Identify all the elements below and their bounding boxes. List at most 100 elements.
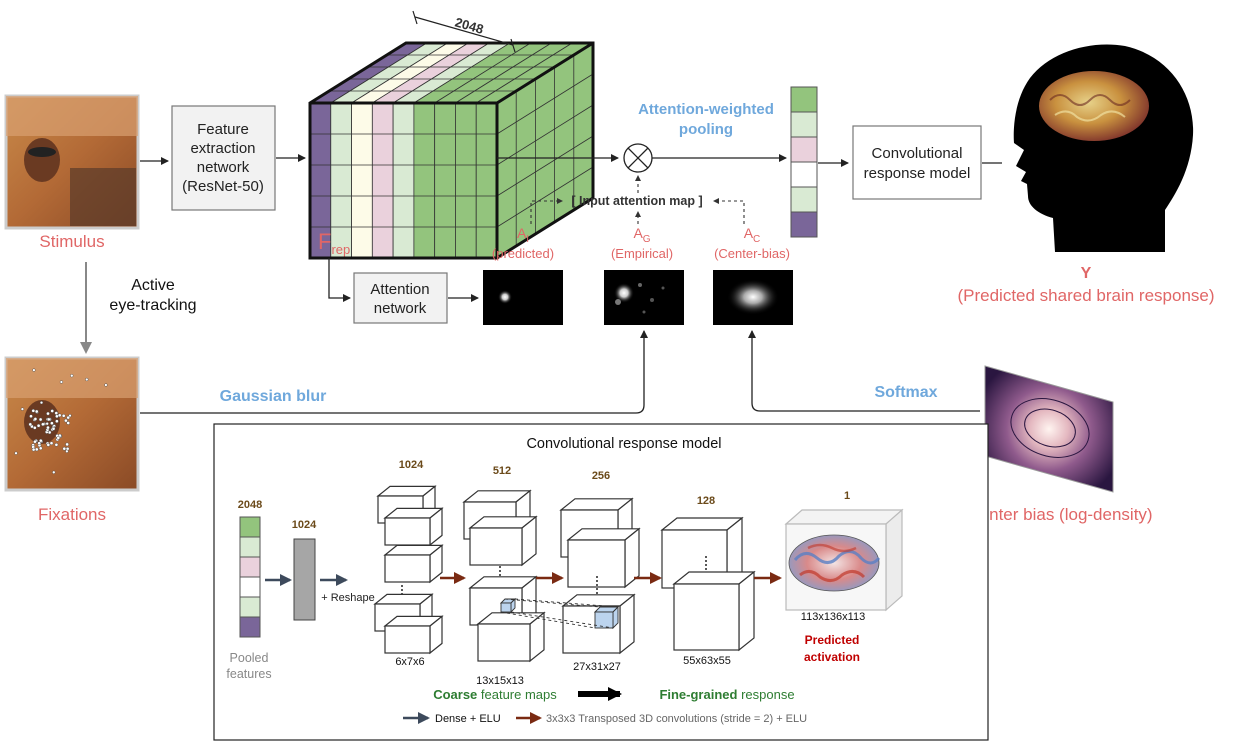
fixation-point (66, 421, 70, 425)
center-bias-image (984, 365, 1114, 493)
input-attention-map-label: [ Input attention map ] (571, 194, 702, 208)
fixation-point (62, 446, 67, 451)
fixation-point (55, 419, 59, 424)
cube-dimension-label: 2048 (453, 14, 485, 36)
fixation-point (61, 413, 66, 418)
fixation-point (49, 441, 54, 446)
attention-net-line-1: Attention (370, 281, 429, 298)
cube-front-column (475, 102, 498, 259)
fixation-point (38, 417, 43, 422)
fine-grained-response-label: Fine-grained response (659, 687, 794, 702)
dashed-arrow-ac (713, 198, 745, 224)
fixation-point (46, 411, 50, 416)
crm-cube-1e (383, 615, 444, 655)
feature-net-line-1: Feature (197, 121, 249, 138)
eye-tracking-line-1: Active (131, 277, 175, 294)
fixation-point (68, 414, 72, 418)
size-27x31x27: 27x31x27 (573, 661, 621, 673)
crm-cube-4b (672, 570, 756, 652)
projection-line (500, 611, 596, 629)
legend-dense-label: Dense + ELU (435, 713, 501, 725)
fixation-point (35, 447, 39, 452)
crm-input-vector (239, 516, 261, 638)
pooled-label-line-2: features (226, 667, 271, 681)
fixation-point (33, 425, 37, 430)
arrow-softmax (748, 330, 980, 412)
feature-net-line-2: extraction (190, 140, 255, 157)
output-volume (784, 508, 904, 612)
cube-front-column (434, 102, 456, 259)
fixation-point (70, 374, 74, 378)
a-c-desc: (Center-bias) (714, 246, 790, 261)
attention-map-predicted (483, 270, 563, 325)
a-g-desc: (Empirical) (611, 246, 673, 261)
fixation-point (46, 425, 50, 430)
crm-dim-2048: 2048 (238, 499, 262, 511)
awp-label-line-2: pooling (679, 121, 733, 138)
arrow-cube-to-attention (328, 258, 351, 302)
a-i-desc: (predicted) (492, 246, 554, 261)
predicted-activation-line-2: activation (804, 650, 860, 664)
cube-front-column (351, 102, 373, 259)
softmax-label: Softmax (874, 384, 937, 401)
fixation-point (51, 426, 56, 431)
fixation-point (41, 422, 45, 427)
brain-image (1039, 71, 1149, 141)
crm-dim-128: 128 (697, 495, 715, 507)
fixation-point (57, 413, 62, 418)
f-rep-label: Frep (318, 229, 350, 257)
eye-tracking-line-2: eye-tracking (109, 297, 196, 314)
fixation-point (37, 441, 42, 446)
fixation-point (38, 446, 43, 451)
arrow-gaussian-blur (140, 330, 648, 414)
center-bias-label: Center bias (log-density) (967, 505, 1152, 524)
y-desc: (Predicted shared brain response) (957, 286, 1214, 305)
fixation-point (50, 409, 55, 413)
fixation-point (33, 417, 38, 421)
fixation-point (45, 422, 49, 426)
crm-dim-1: 1 (844, 490, 850, 502)
crm-cube-2d (476, 611, 546, 663)
fixation-point (54, 442, 59, 447)
fixation-point (34, 409, 39, 414)
fixation-point (31, 447, 36, 452)
cube-front-column (455, 102, 477, 259)
y-label: Y (1081, 265, 1092, 282)
multiply-operator (623, 143, 653, 173)
fixation-point (47, 417, 51, 422)
cube-front-column (371, 102, 394, 259)
cube-front-column (413, 102, 436, 259)
fixation-point (52, 470, 56, 474)
attention-network: Attention network (353, 272, 448, 324)
fixation-point (33, 439, 37, 444)
size-6x7x6: 6x7x6 (395, 656, 424, 668)
crm-dim-256: 256 (592, 470, 610, 482)
fixation-point (39, 401, 44, 405)
pooled-feature-vector (790, 86, 818, 238)
crm-panel-title: Convolutional response model (526, 436, 721, 452)
crm-box-line-1: Convolutional (872, 145, 963, 162)
gaussian-blur-label: Gaussian blur (220, 388, 327, 405)
fixation-point (39, 438, 43, 443)
fixation-point (46, 443, 51, 447)
predicted-activation-line-1: Predicted (805, 633, 860, 647)
fixations-image (4, 356, 140, 492)
a-c-label: AC (744, 225, 761, 245)
head-silhouette (1013, 44, 1194, 253)
size-55x63x55: 55x63x55 (683, 655, 731, 667)
crm-box-line-2: response model (864, 165, 971, 182)
fixation-point (56, 436, 61, 440)
crm-cube-stacks (373, 485, 904, 663)
pooled-label-line-1: Pooled (230, 651, 269, 665)
crm-cube-1c (383, 544, 444, 584)
crm-dim-1024: 1024 (399, 459, 424, 471)
projection-line (510, 611, 614, 629)
stimulus-label: Stimulus (39, 232, 104, 251)
projection-line (504, 598, 601, 608)
conv-response-model-box: Convolutional response model (852, 125, 982, 200)
attention-map-empirical (604, 270, 684, 325)
reshape-label: + Reshape (321, 592, 375, 604)
cube-front-column (330, 102, 352, 259)
fixation-point (64, 418, 68, 423)
